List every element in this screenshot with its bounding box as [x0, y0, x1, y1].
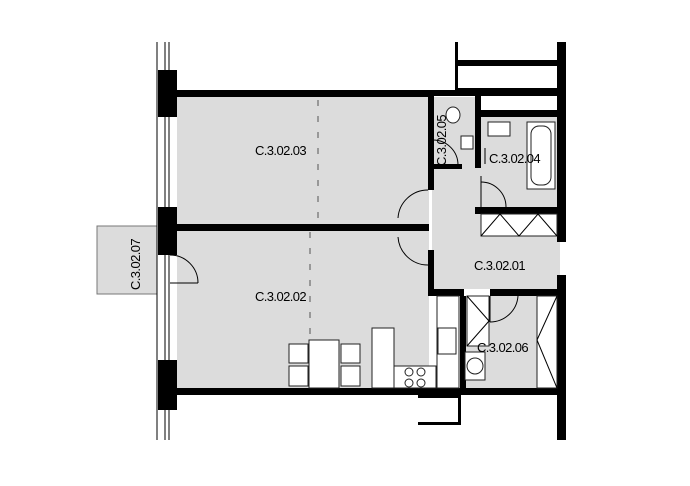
room-c30207-balcony	[96, 225, 158, 295]
room-label-c30201: C.3.02.01	[474, 258, 525, 273]
dining-table	[308, 339, 340, 389]
furniture	[288, 106, 558, 389]
bath-sink	[487, 121, 511, 137]
room-c30203	[177, 96, 429, 225]
room-label-c30202: C.3.02.02	[255, 289, 306, 304]
walls	[170, 42, 566, 440]
room-label-c30205: C.3.02.05	[434, 115, 449, 166]
room-label-c30204: C.3.02.04	[489, 151, 540, 166]
kitchen-sink	[437, 327, 457, 355]
facade-windows	[156, 42, 177, 440]
room-label-c30206: C.3.02.06	[477, 340, 528, 355]
doors	[169, 139, 519, 323]
fridge	[371, 327, 395, 389]
room-label-c30207: C.3.02.07	[128, 239, 143, 290]
toilet	[445, 106, 461, 124]
room-label-c30203: C.3.02.03	[255, 143, 306, 158]
